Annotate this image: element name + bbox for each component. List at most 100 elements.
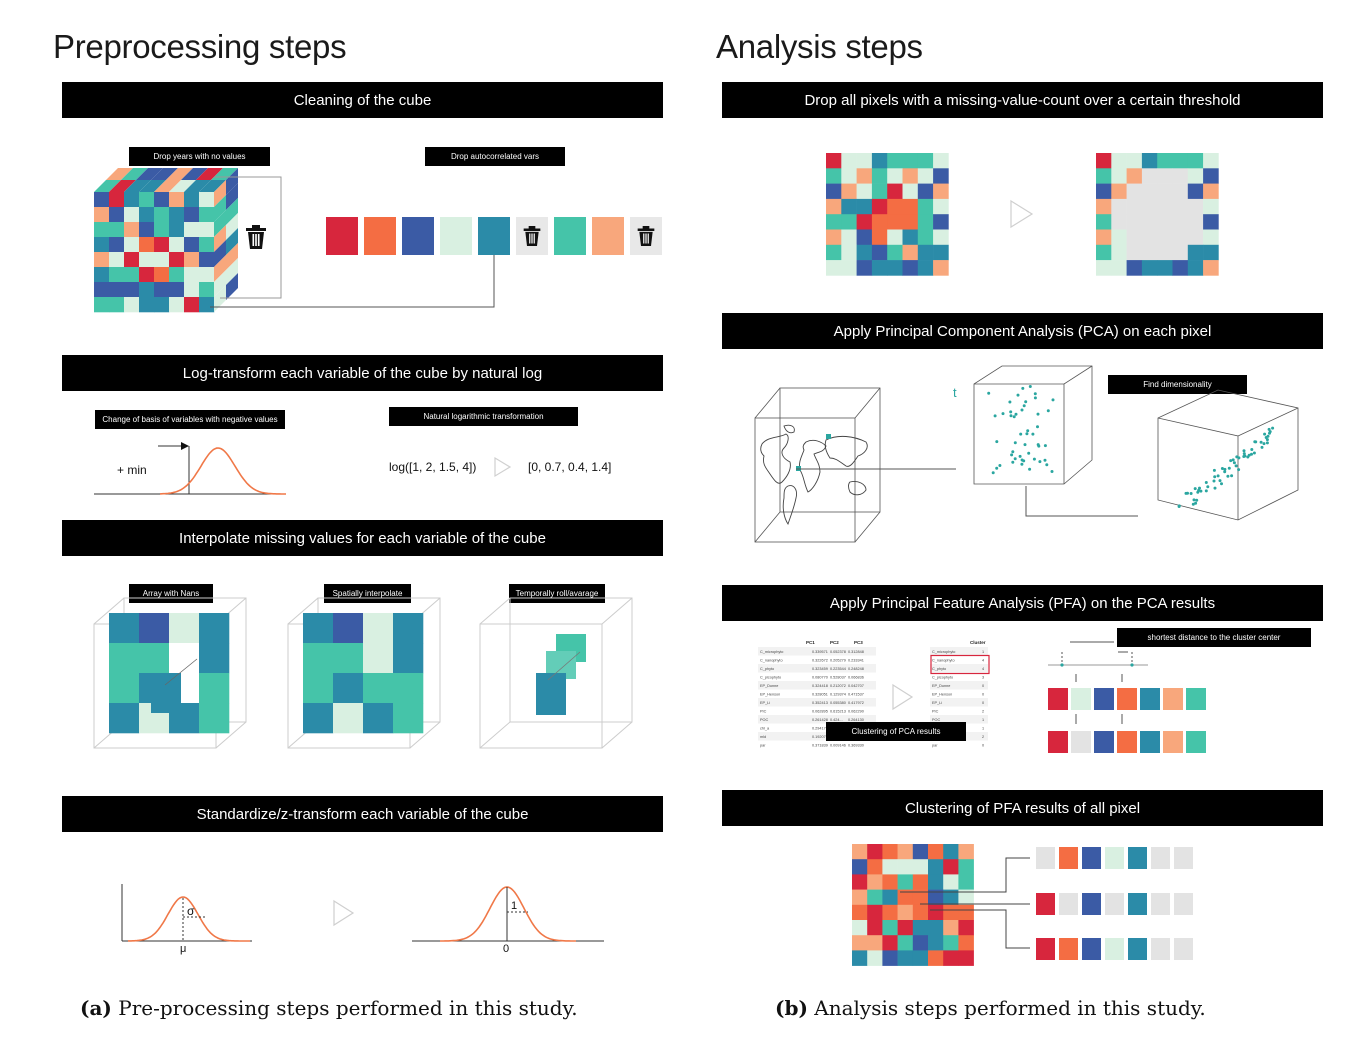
cube-cell [199,192,215,208]
scatter-point [1216,474,1220,478]
scatter-point [1031,432,1035,436]
feature-swatch [1151,847,1170,869]
pixel-cell [1141,198,1158,215]
scatter-point [1254,440,1258,444]
scatter-point [1022,459,1026,463]
feature-swatch [1128,938,1147,960]
scatter-cube-raw [973,365,1093,485]
cluster-row-2 [1036,893,1196,915]
scatter-point [1028,385,1032,388]
pixel-cell [871,214,888,230]
cluster-cell [958,920,974,936]
table-cell: 0.212072 [830,684,846,688]
temporal-roll-cube [479,597,633,749]
pixel-cell [856,244,873,261]
pixel-cell [826,183,842,200]
pixel-cell [887,198,903,215]
pixel-cell [856,229,873,246]
pixel-cell [1096,153,1112,169]
cluster-cell [882,935,898,951]
world-map [760,424,868,526]
data-cube-illustration [94,168,282,313]
drop-years-tag: Drop years with no values [129,147,270,166]
table-cell: 0.066836 [848,676,864,680]
scatter-point [1232,461,1236,465]
scatter-point [1263,432,1267,436]
table-cell: POC [932,718,940,722]
grid-cell [109,613,140,644]
feature-swatch [1174,938,1193,960]
pixel-cell [917,229,934,246]
scatter-point [1227,466,1231,470]
feature-swatch [1117,731,1137,753]
scatter-point [1001,412,1005,416]
feature-swatch [1105,893,1124,915]
pixel-cell [933,260,949,276]
cluster-cell [928,844,944,860]
grid-cell [139,643,170,674]
feature-swatch [1140,731,1160,753]
trash-icon [246,225,266,249]
grid-cell [109,643,140,674]
scatter-point [1022,404,1026,408]
cluster-cell [867,889,883,906]
pixel-cell [1096,260,1112,276]
table-cell: 0.322672 [812,659,828,663]
scatter-cube-aligned [1157,389,1299,521]
scatter-point [1260,445,1264,449]
cluster-cell [943,874,959,890]
scatter-point [1020,462,1024,466]
feature-swatch [1071,688,1091,710]
cluster-cell [867,904,883,921]
cluster-cell [958,950,974,966]
cube-cell [139,180,166,192]
table-cell: EP_Li [760,701,770,705]
pixel-cell [1141,168,1158,184]
scatter-point [1012,415,1016,419]
scatter-point [1177,504,1181,508]
scatter-point [998,464,1002,467]
pixel-cell [887,229,903,246]
scatter-point [1043,444,1047,448]
table-cell: par [760,744,766,748]
pixel-cell [1157,168,1173,184]
pixel-cell [1126,244,1143,261]
pixel-cell [1111,244,1127,261]
grid-cell [169,613,200,644]
table-cell: EP_Dunne [760,684,778,688]
cube-cell [184,237,200,253]
feature-swatch [1163,731,1183,753]
scatter-point [1013,441,1017,445]
pca-projection-lines [796,468,1138,517]
pixel-cell [1187,183,1204,200]
cluster-cell [928,904,944,921]
scatter-point [1027,451,1031,455]
table-cell: 0.339571 [812,650,828,654]
table-cell: POC [760,718,768,722]
scatter-point [1223,470,1227,474]
pixel-cell [1187,214,1204,230]
cluster-cell [882,874,898,890]
scatter-point [1204,481,1208,484]
cluster-cell [958,874,974,890]
cube-cell [226,243,238,270]
feature-swatch [1082,893,1101,915]
drop-pixels-bar: Drop all pixels with a missing-value-cou… [722,82,1323,118]
table-cell: 0.052378 [830,650,846,654]
pixel-cell [1157,153,1173,169]
grid-cell [199,643,230,674]
pixel-cell [1172,153,1189,169]
drop-vars-tag: Drop autocorrelated vars [425,147,565,166]
pixel-cell [1126,198,1143,215]
cube-cell [124,222,140,238]
scatter-point [1037,444,1041,448]
cleaning-bar: Cleaning of the cube [62,82,663,118]
cube-cell [106,168,133,180]
cluster-cell [852,935,868,951]
feature-swatch [1140,688,1160,710]
pixel-cell [1157,244,1173,261]
cluster-cell [912,920,929,936]
grid-cell [303,703,334,734]
table-cell: PIC [760,710,767,714]
cube-cell [139,192,155,208]
